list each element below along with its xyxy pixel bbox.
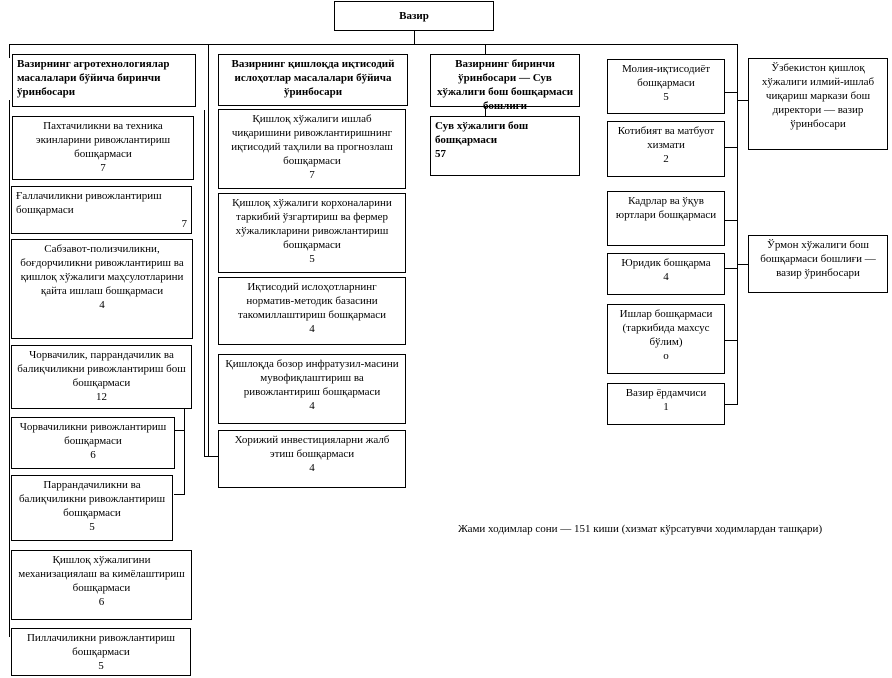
org-unit-box: Ишлар бошқармаси (таркибида махсус бўлим…: [607, 304, 725, 374]
org-unit-box: Қишлоқ хўжалиги корхоналарини таркибий ў…: [218, 193, 406, 273]
org-unit-box: Юридик бошқарма 4: [607, 253, 725, 295]
org-unit-box: Сабзавот-полизчиликни, боғдорчиликни рив…: [11, 239, 193, 339]
connector: [725, 92, 737, 93]
unit-count: 6: [90, 449, 96, 461]
org-unit-box: Чорвачилик, паррандачилик ва балиқчиликн…: [11, 345, 192, 409]
col2-head-label: Вазирнинг қишлоқда иқтисодий ислоҳотлар …: [231, 58, 395, 98]
connector: [725, 268, 737, 269]
connector: [174, 494, 184, 495]
unit-label: Иқтисодий ислоҳотларнинг норматив-методи…: [237, 281, 387, 321]
unit-label: Қишлоқда бозор инфратузил-масини мувофиқ…: [225, 358, 399, 398]
connector: [485, 107, 486, 116]
deputy-economic-reforms-box: Вазирнинг қишлоқда иқтисодий ислоҳотлар …: [218, 54, 408, 106]
unit-label: Паррандачиликни ва балиқчиликни ривожлан…: [18, 479, 166, 519]
unit-label: Хорижий инвестицияларни жалб этиш бошқар…: [234, 434, 390, 460]
org-unit-box: Чорвачиликни ривожлантириш бошқармаси 6: [11, 417, 175, 469]
unit-count: 4: [99, 299, 105, 311]
unit-count: 5: [98, 660, 104, 672]
org-unit-box: Қишлоқ хўжалиги ишлаб чиқаришини ривожла…: [218, 109, 406, 189]
connector: [725, 404, 737, 405]
minister-label: Вазир: [399, 10, 429, 22]
connector: [725, 340, 737, 341]
unit-label: Молия-иқтисодиёт бошқармаси: [621, 63, 711, 89]
org-unit-box: Иқтисодий ислоҳотларнинг норматив-методи…: [218, 277, 406, 345]
connector: [414, 31, 415, 45]
unit-count: 6: [98, 596, 105, 608]
unit-count: 5: [663, 91, 669, 103]
unit-label: Қишлоқ хўжалиги корхоналарини таркибий ў…: [232, 197, 392, 251]
connector: [737, 264, 748, 265]
unit-label: Кадрлар ва ўқув юртлари бошқармаси: [615, 195, 717, 221]
unit-label: Чорвачилик, паррандачилик ва балиқчиликн…: [17, 349, 186, 389]
unit-count: 57: [435, 148, 446, 160]
unit-label: Ишлар бошқармаси (таркибида махсус бўлим…: [619, 308, 713, 348]
org-unit-box: Кадрлар ва ўқув юртлари бошқармаси: [607, 191, 725, 246]
forestry-deputy-box: Ўрмон хўжалиги бош бошқармаси бошлиғи — …: [748, 235, 888, 293]
first-deputy-water-box: Вазирнинг биринчи ўринбосари — Сув хўжал…: [430, 54, 580, 112]
total-staff-note: Жами ходимлар сони — 151 киши (хизмат кў…: [458, 523, 823, 535]
unit-label: Ўрмон хўжалиги бош бошқармаси бошлиғи — …: [760, 239, 876, 279]
org-unit-box: Пиллачиликни ривожлантириш бошқармаси 5: [11, 628, 191, 676]
unit-label: Юридик бошқарма: [621, 257, 711, 269]
connector: [184, 400, 185, 495]
org-unit-box: Хорижий инвестицияларни жалб этиш бошқар…: [218, 430, 406, 488]
org-unit-box: Ғаллачиликни ривожлантириш бошқармаси 7: [11, 186, 192, 234]
unit-label: Қишлоқ хўжалиги ишлаб чиқаришини ривожла…: [231, 113, 393, 167]
unit-label: Пахтачиликни ва техника экинларини ривож…: [35, 120, 171, 160]
unit-count: 4: [309, 400, 315, 412]
org-unit-box: Қишлоқда бозор инфратузил-масини мувофиқ…: [218, 354, 406, 424]
connector: [737, 44, 738, 405]
connector: [174, 430, 184, 431]
connector: [737, 100, 748, 101]
minister-box: Вазир: [334, 1, 494, 31]
connector: [9, 44, 10, 58]
connector: [204, 456, 218, 457]
unit-label: Котибият ва матбуот хизмати: [617, 125, 715, 151]
connector: [725, 147, 737, 148]
connector: [725, 220, 737, 221]
unit-count: 4: [309, 462, 315, 474]
unit-count: 1: [663, 401, 669, 413]
unit-label: Сабзавот-полизчиликни, боғдорчиликни рив…: [20, 243, 184, 297]
org-unit-box: Пахтачиликни ва техника экинларини ривож…: [12, 116, 194, 180]
unit-count: 4: [309, 323, 315, 335]
connector: [208, 58, 209, 456]
org-unit-box: Вазир ёрдамчиси 1: [607, 383, 725, 425]
unit-label: Ғаллачиликни ривожлантириш бошқармаси: [16, 190, 162, 216]
water-main-dept-box: Сув хўжалиги бош бошқармаси 57: [430, 116, 580, 176]
unit-count: 7: [181, 218, 188, 230]
org-unit-box: Котибият ва матбуот хизмати 2: [607, 121, 725, 177]
unit-count: 12: [96, 391, 107, 403]
unit-count: 5: [89, 521, 95, 533]
research-center-deputy-box: Ўзбекистон қишлоқ хўжалиги илмий-ишлаб ч…: [748, 58, 888, 150]
col3-head-label: Вазирнинг биринчи ўринбосари — Сув хўжал…: [436, 58, 574, 112]
unit-count: 7: [309, 169, 315, 181]
unit-count: 2: [663, 153, 669, 165]
unit-label: Ўзбекистон қишлоқ хўжалиги илмий-ишлаб ч…: [761, 62, 875, 130]
unit-label: Қишлоқ хўжалигини механизациялаш ва кимё…: [18, 554, 185, 594]
org-unit-box: Қишлоқ хўжалигини механизациялаш ва кимё…: [11, 550, 192, 620]
org-unit-box: Паррандачиликни ва балиқчиликни ривожлан…: [11, 475, 173, 541]
unit-count: 5: [309, 253, 315, 265]
unit-label: Вазир ёрдамчиси: [625, 387, 707, 399]
connector: [208, 44, 209, 58]
org-unit-box: Молия-иқтисодиёт бошқармаси 5: [607, 59, 725, 114]
first-deputy-agrotech-box: Вазирнинг агротехнологиялар масалалари б…: [12, 54, 196, 107]
unit-count: 4: [663, 271, 669, 283]
unit-count: 7: [100, 162, 106, 174]
col1-head-label: Вазирнинг агротехнологиялар масалалари б…: [17, 58, 170, 98]
connector: [485, 44, 486, 54]
connector: [204, 110, 205, 457]
unit-label: Сув хўжалиги бош бошқармаси: [435, 120, 529, 146]
unit-label: Пиллачиликни ривожлантириш бошқармаси: [26, 632, 176, 658]
unit-label: Чорвачиликни ривожлантириш бошқармаси: [19, 421, 167, 447]
unit-count: о: [663, 350, 669, 362]
connector: [9, 44, 737, 45]
connector: [9, 100, 10, 637]
